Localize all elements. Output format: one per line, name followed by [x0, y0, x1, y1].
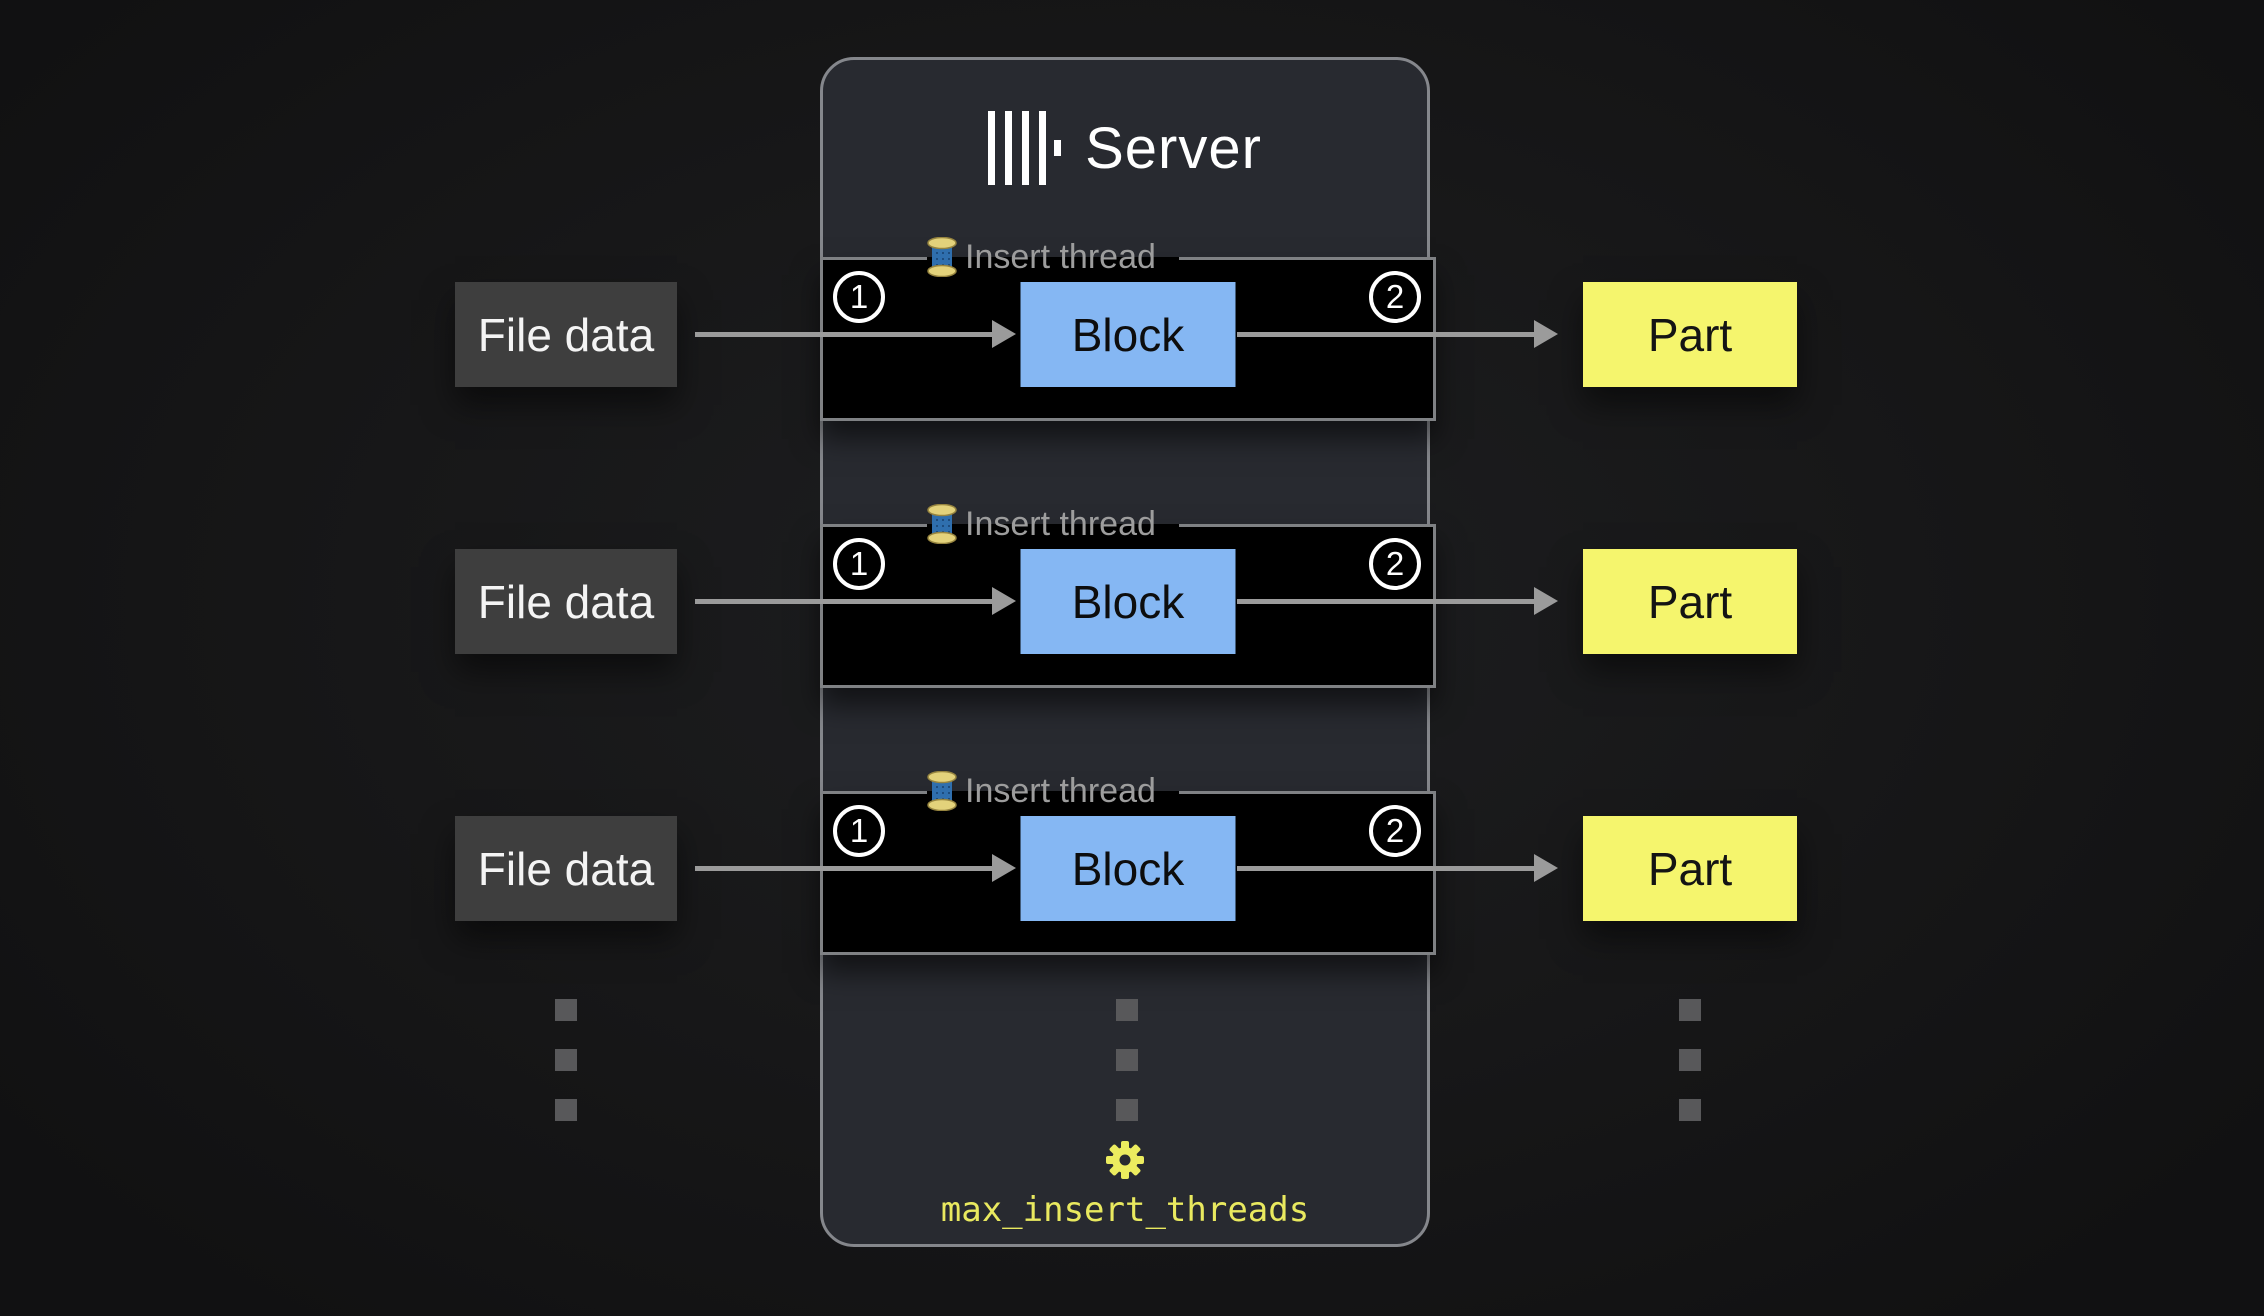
clickhouse-logo-icon: [988, 111, 1062, 185]
ellipsis-dot: [1679, 999, 1701, 1021]
ellipsis-column-center: [1116, 999, 1138, 1121]
step-1-badge: 1: [833, 271, 885, 323]
thread-border-segment: [1179, 791, 1433, 794]
arrow-shaft: [695, 866, 994, 871]
ellipsis-dot: [555, 999, 577, 1021]
arrow-head-icon: [1534, 320, 1558, 348]
server-title-label: Server: [1085, 115, 1262, 181]
arrow-head-icon: [1534, 587, 1558, 615]
file-data-node: File data: [455, 549, 677, 654]
gear-icon: [1106, 1141, 1144, 1179]
max-insert-threads-setting: max_insert_threads: [940, 1190, 1310, 1230]
insert-thread-section: Insert thread 1 Block 2: [820, 237, 1436, 421]
block-label: Block: [1071, 575, 1185, 628]
block-label: Block: [1071, 308, 1185, 361]
step-1-badge: 1: [833, 538, 885, 590]
file-data-node: File data: [455, 282, 677, 387]
block-node: Block: [1020, 282, 1236, 387]
step-2-badge: 2: [1369, 271, 1421, 323]
file-data-node: File data: [455, 816, 677, 921]
arrow-shaft: [1237, 599, 1536, 604]
part-label: Part: [1647, 308, 1733, 361]
ellipsis-dot: [1679, 1099, 1701, 1121]
thread-spool-icon: [927, 237, 957, 277]
step-2-badge: 2: [1369, 538, 1421, 590]
thread-border-segment: [1179, 524, 1433, 527]
step-number: 1: [849, 812, 869, 849]
file-data-label: File data: [477, 308, 655, 361]
thread-border-segment: [1179, 257, 1433, 260]
ellipsis-dot: [1116, 1049, 1138, 1071]
arrow-shaft: [1237, 332, 1536, 337]
thread-border-segment: [823, 524, 927, 527]
arrow-shaft: [1237, 866, 1536, 871]
ellipsis-dot: [555, 1049, 577, 1071]
arrow-head-icon: [992, 587, 1016, 615]
arrow-block-to-part: [1237, 587, 1558, 615]
insert-thread-legend: Insert thread: [927, 770, 1156, 812]
ellipsis-dot: [555, 1099, 577, 1121]
step-number: 2: [1385, 812, 1405, 849]
block-label: Block: [1071, 842, 1185, 895]
part-node: Part: [1583, 549, 1797, 654]
arrow-head-icon: [992, 320, 1016, 348]
arrow-file-to-block: [695, 320, 1016, 348]
step-2-badge: 2: [1369, 805, 1421, 857]
step-number: 1: [849, 278, 869, 315]
arrow-shaft: [695, 332, 994, 337]
block-node: Block: [1020, 816, 1236, 921]
thread-border-segment: [823, 257, 927, 260]
insert-thread-label: Insert thread: [965, 771, 1156, 810]
ellipsis-column-right: [1679, 999, 1701, 1121]
file-data-label: File data: [477, 842, 655, 895]
insert-thread-legend: Insert thread: [927, 236, 1156, 278]
setting-icon-wrap: [823, 1140, 1427, 1180]
thread-spool-icon: [927, 771, 957, 811]
step-1-badge: 1: [833, 805, 885, 857]
arrow-block-to-part: [1237, 320, 1558, 348]
insert-thread-label: Insert thread: [965, 237, 1156, 276]
part-node: Part: [1583, 816, 1797, 921]
ellipsis-dot: [1116, 999, 1138, 1021]
part-label: Part: [1647, 842, 1733, 895]
arrow-file-to-block: [695, 587, 1016, 615]
ellipsis-dot: [1116, 1099, 1138, 1121]
file-data-label: File data: [477, 575, 655, 628]
part-node: Part: [1583, 282, 1797, 387]
insert-thread-label: Insert thread: [965, 504, 1156, 543]
step-number: 1: [849, 545, 869, 582]
server-panel: Server Insert thread 1 Block 2: [820, 57, 1436, 1247]
insert-thread-legend: Insert thread: [927, 503, 1156, 545]
step-number: 2: [1385, 545, 1405, 582]
arrow-head-icon: [992, 854, 1016, 882]
arrow-block-to-part: [1237, 854, 1558, 882]
thread-spool-icon: [927, 504, 957, 544]
arrow-file-to-block: [695, 854, 1016, 882]
insert-thread-section: Insert thread 1 Block 2: [820, 771, 1436, 955]
ellipsis-column-left: [555, 999, 577, 1121]
thread-border-segment: [823, 791, 927, 794]
arrow-shaft: [695, 599, 994, 604]
ellipsis-dot: [1679, 1049, 1701, 1071]
step-number: 2: [1385, 278, 1405, 315]
part-label: Part: [1647, 575, 1733, 628]
arrow-head-icon: [1534, 854, 1558, 882]
server-title: Server: [823, 106, 1427, 190]
insert-thread-section: Insert thread 1 Block 2: [820, 504, 1436, 688]
block-node: Block: [1020, 549, 1236, 654]
